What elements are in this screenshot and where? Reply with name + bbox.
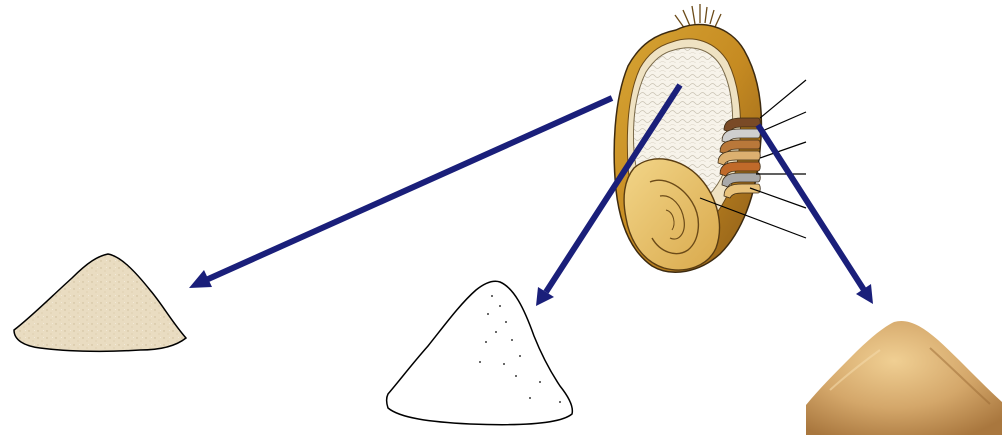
flour-speck — [495, 331, 497, 333]
wheat-kernel-cross-section — [614, 4, 761, 272]
light-flour-pile — [14, 254, 186, 351]
flour-speck — [519, 355, 521, 357]
flour-speck — [539, 381, 541, 383]
bran-pile — [806, 321, 1002, 435]
flour-speck — [529, 397, 531, 399]
flour-speck — [485, 341, 487, 343]
arrow-to-bran — [758, 125, 873, 304]
flour-speck — [479, 361, 481, 363]
flour-speck — [559, 401, 561, 403]
arrow-to-light-flour — [189, 98, 612, 288]
flour-speck — [499, 305, 501, 307]
kernel-bran-layers — [718, 118, 760, 198]
flour-speck — [487, 313, 489, 315]
flour-speck — [505, 321, 507, 323]
flour-speck — [491, 295, 493, 297]
white-flour-pile — [387, 281, 573, 424]
flour-speck — [503, 363, 505, 365]
flour-speck — [511, 339, 513, 341]
flour-speck — [515, 375, 517, 377]
